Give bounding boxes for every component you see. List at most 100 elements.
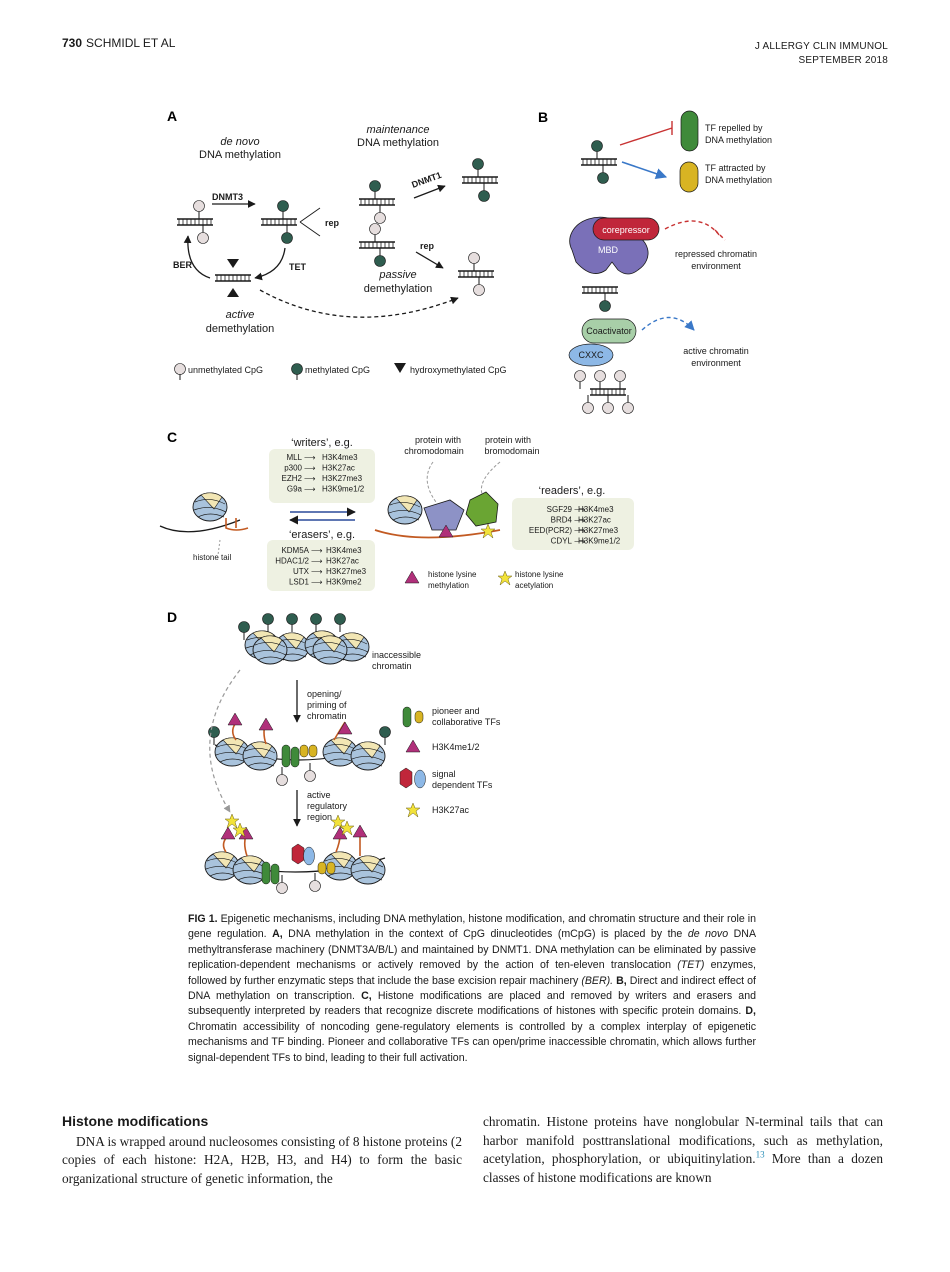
active-region-label: active xyxy=(307,790,331,800)
maintenance-label: maintenance xyxy=(367,124,430,136)
active-chromatin xyxy=(204,813,386,894)
rep-passive-arrow xyxy=(415,251,444,269)
lysine-methylation-icon xyxy=(404,570,420,584)
reader-arrow-glyph: ⟶ xyxy=(574,505,586,514)
repressed-label-2: environment xyxy=(691,261,741,271)
figure-1: A de novo DNA methylation maintenance DN… xyxy=(159,108,772,894)
writer-arrow-glyph: ⟶ xyxy=(304,485,316,494)
passive-label: passive xyxy=(378,269,416,281)
dna-unmethylated-cxxc xyxy=(574,370,634,414)
nucleosome-left xyxy=(159,492,249,533)
corepressor-label: corepressor xyxy=(602,225,650,235)
tf-attracted-label-2: DNA methylation xyxy=(705,175,772,185)
dna-hydroxy xyxy=(214,259,252,297)
h3k4me-icon xyxy=(405,739,421,753)
legend-pioneer: pioneer and xyxy=(432,706,480,716)
writer-mark: H3K9me1/2 xyxy=(322,485,365,494)
active-region-label-2: regulatory xyxy=(307,801,348,811)
panel-c: C histone tail ‘writers’, e.g. MLL⟶H3K4m… xyxy=(159,429,634,591)
dna-unmethylated-right xyxy=(457,252,495,296)
eraser-arrow-glyph: ⟶ xyxy=(311,578,323,587)
signal-tf-hex-icon xyxy=(399,767,413,789)
erasers-title: ‘erasers’, e.g. xyxy=(289,529,355,541)
legend-signal: signal xyxy=(432,769,456,779)
issue-date: SEPTEMBER 2018 xyxy=(798,55,888,66)
tet-arrow xyxy=(254,247,286,281)
lysine-methylation-label-2: methylation xyxy=(428,581,469,590)
eraser-enzyme: UTX xyxy=(293,567,310,576)
chromodomain-pointer xyxy=(426,461,437,503)
body-paragraph-right: chromatin. Histone proteins have nonglob… xyxy=(483,1114,883,1167)
caption-text-a1: DNA methylation in the context of CpG di… xyxy=(282,928,688,941)
caption-text-a2: DNA methyltransferase machinery (DNMT3A/… xyxy=(188,928,757,972)
reader-mark: H3K27ac xyxy=(578,516,611,525)
readers-title: ‘readers’, e.g. xyxy=(539,485,606,497)
legend-unmethylated: unmethylated CpG xyxy=(188,365,263,375)
caption-a: A, xyxy=(272,928,283,941)
maintenance-label-2: DNA methylation xyxy=(357,137,439,149)
histone-tail-label: histone tail xyxy=(193,553,231,562)
activate-arrow xyxy=(641,316,695,331)
opening-label-2: priming of xyxy=(307,700,347,710)
legend-methylated: methylated CpG xyxy=(305,365,370,375)
passive-label-2: demethylation xyxy=(364,283,433,295)
active-region-label-3: region xyxy=(307,812,332,822)
figure-caption: FIG 1. Epigenetic mechanisms, including … xyxy=(188,912,756,1066)
attract-arrow xyxy=(621,161,668,180)
tet-label: TET xyxy=(289,262,307,272)
cxxc-label: CXXC xyxy=(578,350,604,360)
legend-h3k27ac: H3K27ac xyxy=(432,805,470,815)
writer-mark: H3K27me3 xyxy=(322,474,363,483)
rep-branch xyxy=(299,207,321,237)
panel-a: A de novo DNA methylation maintenance DN… xyxy=(167,108,507,380)
reader-enzyme: CDYL xyxy=(551,537,573,546)
pioneer-tf-icon xyxy=(402,706,412,728)
active-label: active xyxy=(226,309,255,321)
coactivator-label: Coactivator xyxy=(586,326,632,336)
lysine-acetylation-label-2: acetylation xyxy=(515,581,553,590)
mbd-label: MBD xyxy=(598,245,619,255)
dnmt3-label: DNMT3 xyxy=(212,192,243,202)
eraser-enzyme: HDAC1/2 xyxy=(275,557,309,566)
cxxc-shape xyxy=(568,343,614,367)
lysine-acetylation-icon xyxy=(497,570,513,586)
mbd-shape xyxy=(569,216,649,275)
reader-enzyme: BRD4 xyxy=(551,516,573,525)
eraser-enzyme: LSD1 xyxy=(289,578,310,587)
collaborative-tf-icon xyxy=(414,710,424,724)
caption-ber: (BER). xyxy=(581,974,614,987)
caption-text-d: Chromatin accessibility of noncoding gen… xyxy=(188,1020,756,1064)
writer-arrow-glyph: ⟶ xyxy=(304,464,316,473)
erasers-list: KDM5A⟶H3K4me3HDAC1/2⟶H3K27acUTX⟶H3K27me3… xyxy=(275,546,366,587)
reference-link[interactable]: 13 xyxy=(755,1149,765,1160)
body-column-left: Histone modifications DNA is wrapped aro… xyxy=(62,1112,462,1188)
reader-arrow-glyph: ⟶ xyxy=(574,526,586,535)
caption-b: B, xyxy=(613,974,627,987)
bromodomain-protein xyxy=(465,491,499,527)
reader-mark: H3K4me3 xyxy=(578,505,614,514)
section-heading: Histone modifications xyxy=(62,1113,209,1129)
tf-repelled-label-2: DNA methylation xyxy=(705,135,772,145)
dna-methylated-right xyxy=(461,158,499,202)
legend-h3k4: H3K4me1/2 xyxy=(432,742,480,752)
caption-tet: (TET) xyxy=(677,959,705,972)
tf-repelled-label: TF repelled by xyxy=(705,123,763,133)
panel-d: D inaccessible chromatin opening/ primin… xyxy=(167,609,501,894)
signal-tf-oval-icon xyxy=(414,769,426,789)
writers-title: ‘writers’, e.g. xyxy=(291,437,353,449)
writer-mark: H3K27ac xyxy=(322,464,355,473)
lysine-acetylation-label: histone lysine xyxy=(515,570,564,579)
caption-de-novo: de novo xyxy=(687,928,729,941)
caption-text-1: Epigenetic mechanisms, including DNA met… xyxy=(188,913,756,941)
writer-enzyme: p300 xyxy=(284,464,302,473)
opening-label: opening/ xyxy=(307,689,342,699)
reader-arrow-glyph: ⟶ xyxy=(574,516,586,525)
ber-label: BER xyxy=(173,260,193,270)
body-paragraph-right-2: More than a dozen classes of histone mod… xyxy=(483,1151,883,1185)
legend-pioneer-2: collaborative TFs xyxy=(432,717,501,727)
eraser-arrow-glyph: ⟶ xyxy=(311,567,323,576)
legend-signal-2: dependent TFs xyxy=(432,780,493,790)
body-paragraph-left: DNA is wrapped around nucleosomes consis… xyxy=(62,1133,462,1186)
chromodomain-label-2: chromodomain xyxy=(404,446,464,456)
